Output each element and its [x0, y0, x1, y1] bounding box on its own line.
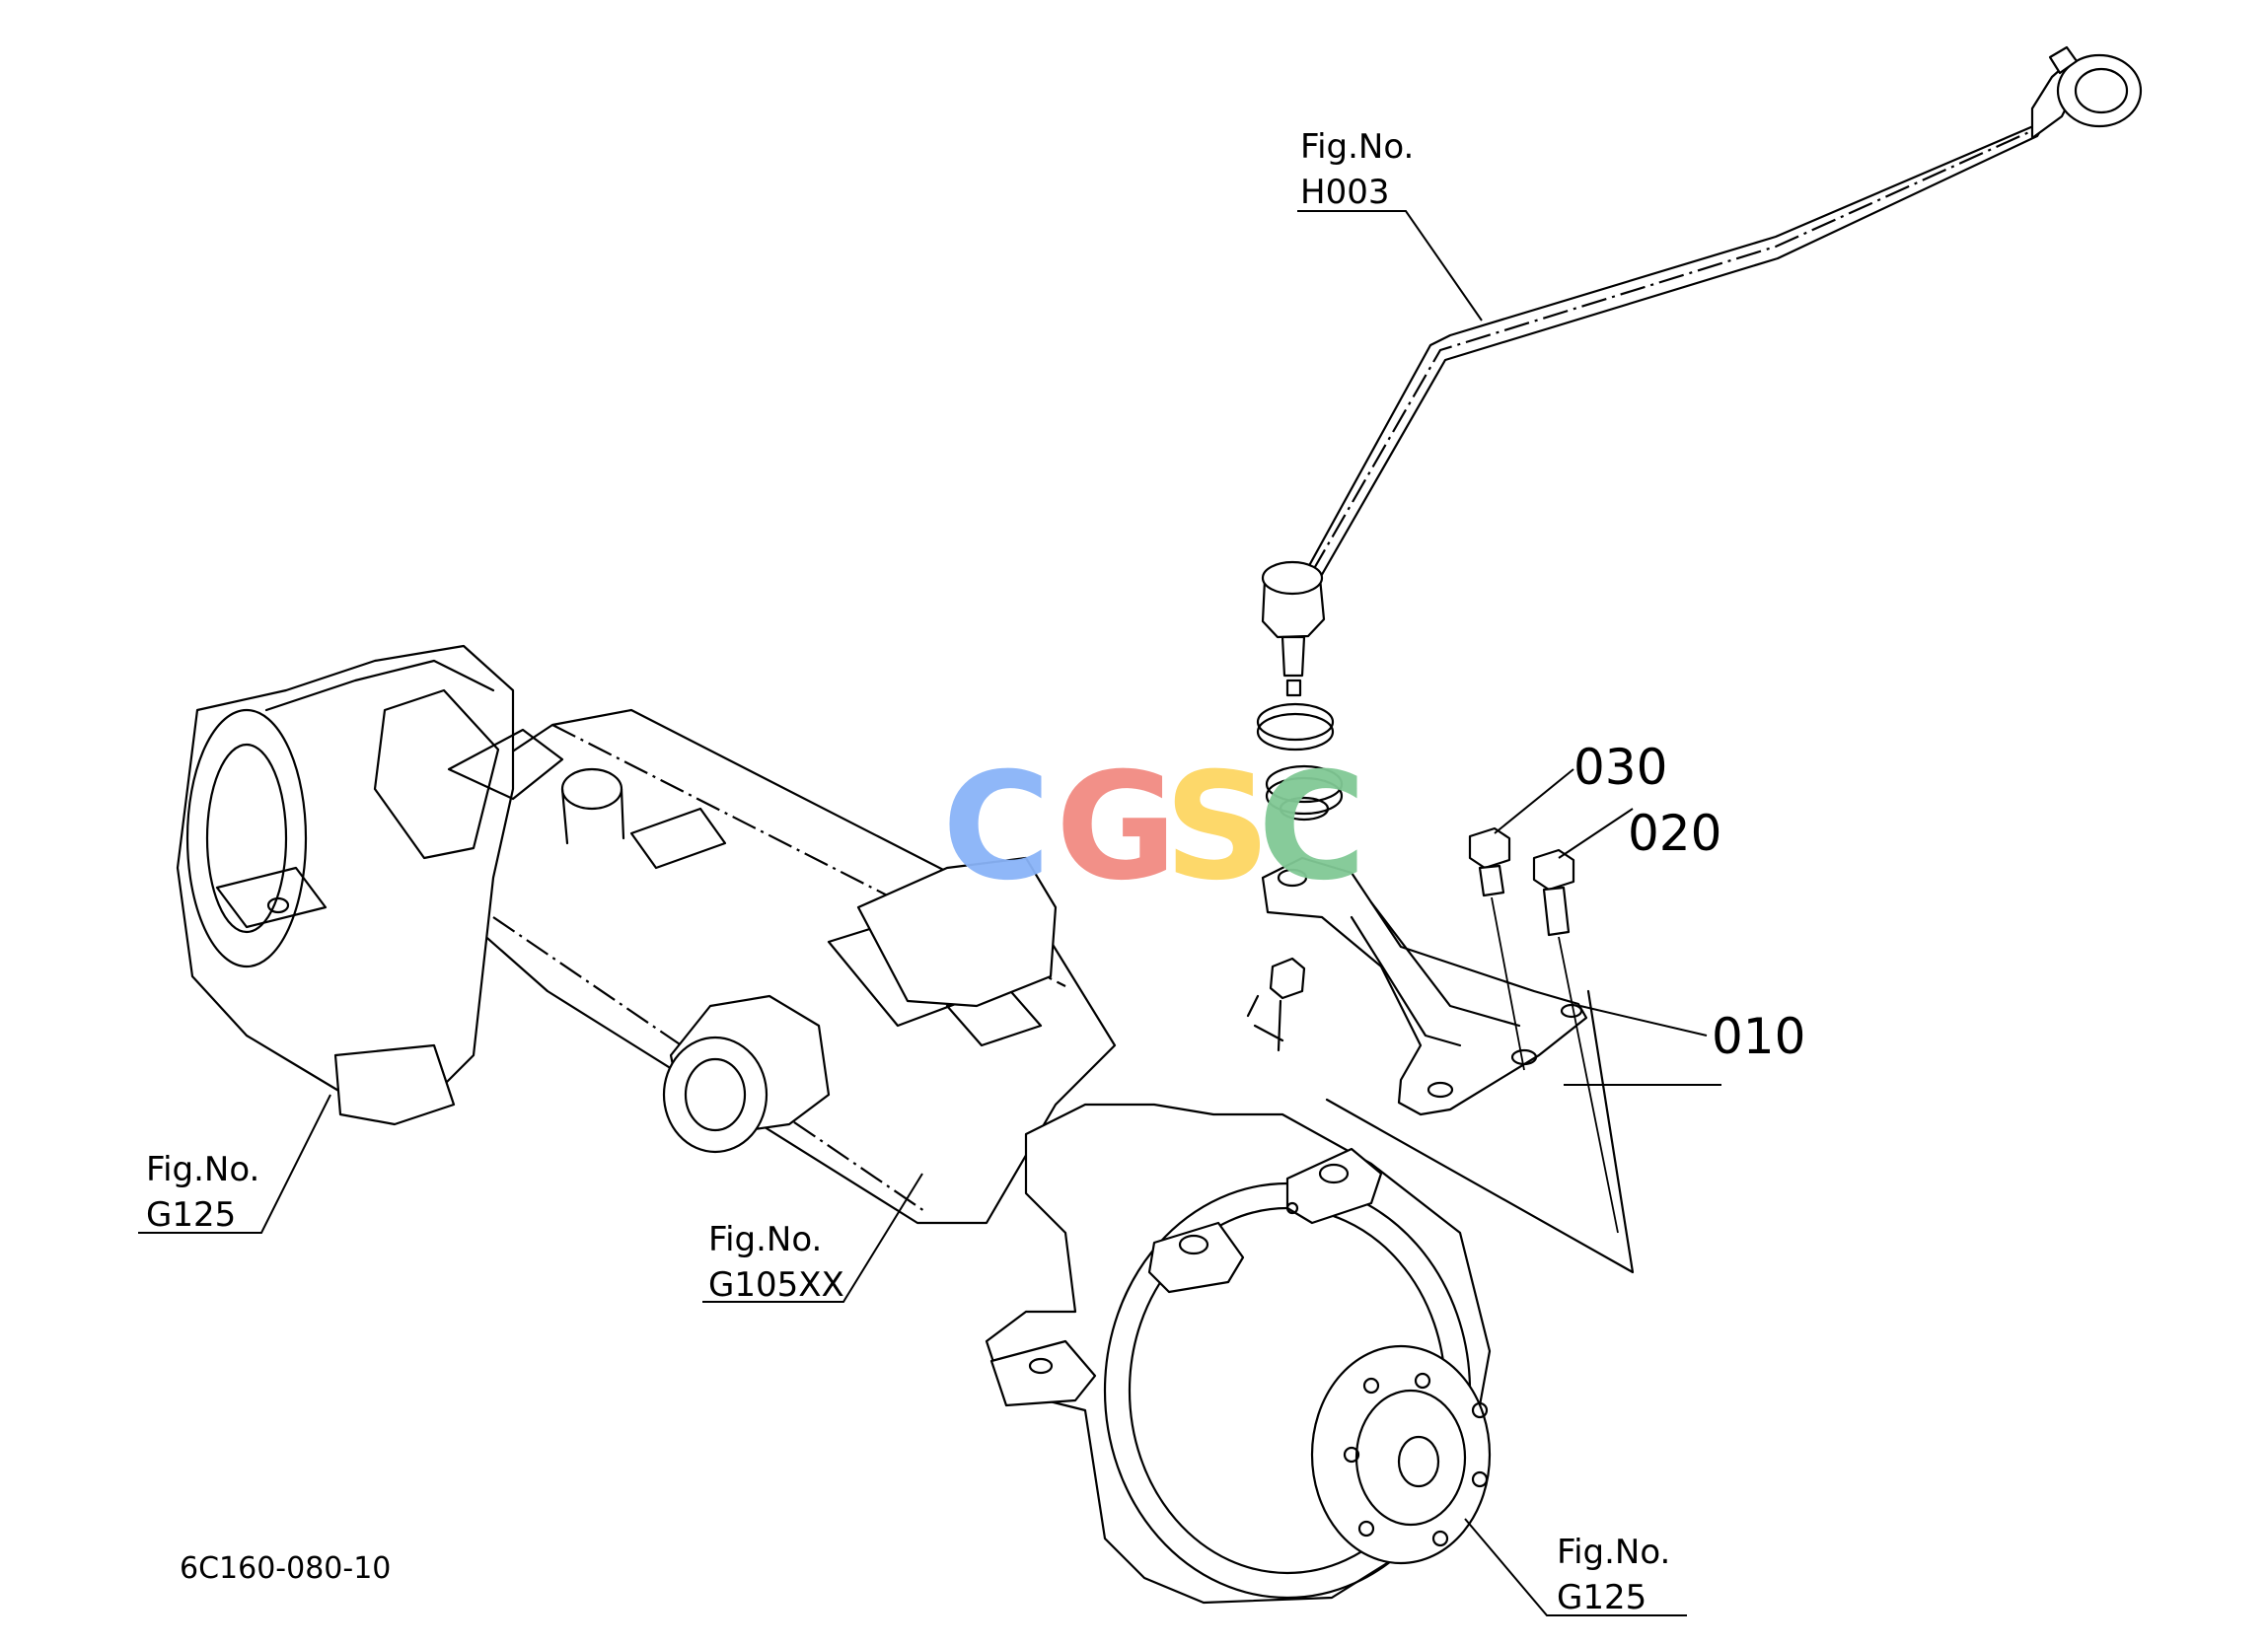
watermark-letter: G: [1056, 742, 1177, 913]
callout-g125-left-line2: G125: [146, 1195, 236, 1235]
seal-rings: [1256, 702, 1344, 822]
callout-h003: Fig.No. H003: [1300, 127, 1414, 212]
left-knuckle-hub: [176, 644, 564, 1126]
callout-g125-right-line1: Fig.No.: [1557, 1533, 1670, 1572]
right-knuckle-hub: [985, 1103, 1492, 1605]
part-number-020: 020: [1628, 805, 1721, 862]
callout-g105xx-line2: G105XX: [708, 1265, 844, 1305]
axle-housing: [462, 708, 1117, 1225]
callout-g125-right: Fig.No. G125: [1557, 1533, 1670, 1617]
part-number-010: 010: [1712, 1008, 1805, 1065]
watermark-letter: C: [942, 742, 1051, 913]
callout-h003-line1: Fig.No.: [1300, 127, 1414, 167]
leader-lines: [138, 210, 1721, 1616]
watermark: C G S C: [942, 742, 1366, 913]
watermark-letter: S: [1164, 742, 1271, 913]
callout-g105xx: Fig.No. G105XX: [708, 1220, 844, 1305]
callout-h003-line2: H003: [1300, 173, 1389, 212]
watermark-letter: C: [1258, 742, 1366, 913]
bolt-030: [1468, 826, 1525, 1071]
diagram-code: 6C160-080-10: [180, 1551, 391, 1586]
tie-rod: [1261, 45, 2143, 697]
steering-arm-bracket: [1246, 856, 1588, 1116]
callout-g125-left-line1: Fig.No.: [146, 1150, 259, 1189]
part-number-030: 030: [1573, 739, 1667, 796]
callout-g105xx-line1: Fig.No.: [708, 1220, 822, 1259]
callout-g125-left: Fig.No. G125: [146, 1150, 259, 1235]
callout-g125-right-line2: G125: [1557, 1578, 1646, 1617]
